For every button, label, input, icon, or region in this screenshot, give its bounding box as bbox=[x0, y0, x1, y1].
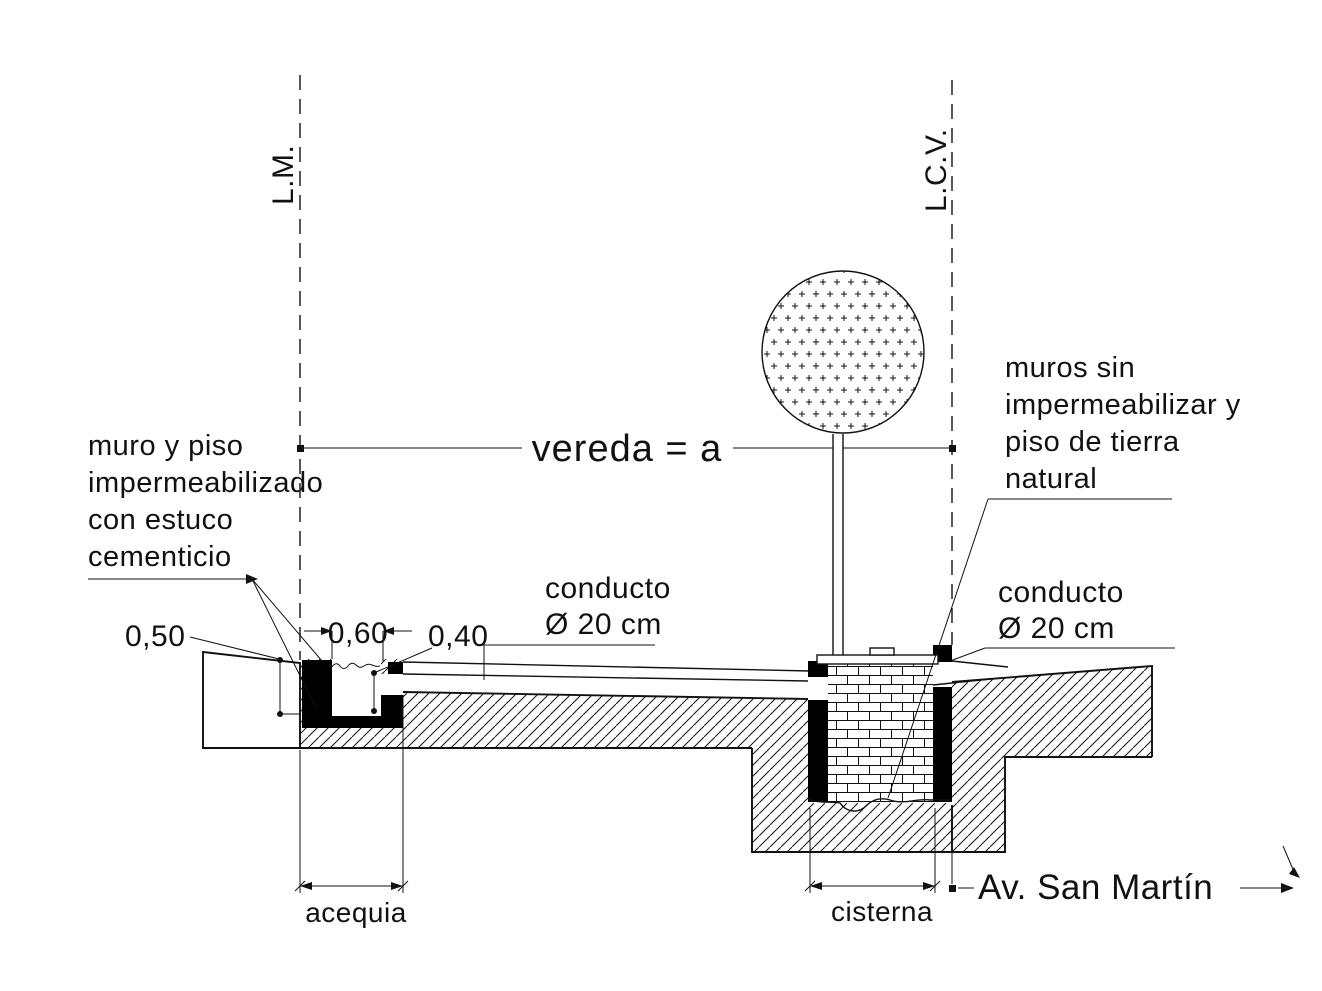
dimension-vereda: vereda = a bbox=[297, 428, 956, 470]
cistern-wall-left-top bbox=[808, 661, 828, 677]
vereda-dimension-label: vereda = a bbox=[532, 428, 723, 470]
note-waterproofed-leaders bbox=[88, 574, 323, 709]
lm-label: L.M. bbox=[267, 145, 300, 205]
note-natural-leaders bbox=[887, 498, 1172, 799]
acequia-label: acequia bbox=[305, 897, 407, 928]
cistern-wall-left bbox=[808, 700, 828, 802]
dim-060-label: 0,60 bbox=[328, 617, 388, 650]
street-name-label: Av. San Martín bbox=[978, 868, 1213, 907]
dimension-cisterna: cisterna bbox=[804, 808, 941, 927]
note-conduit-right: conducto Ø 20 cm bbox=[949, 576, 1175, 662]
acequia-outlet-opening bbox=[381, 674, 403, 695]
conduit-left-leader bbox=[483, 644, 655, 680]
tree bbox=[761, 270, 925, 656]
tree-trunk-fill bbox=[833, 434, 843, 656]
dimension-060: 0,60 bbox=[304, 617, 412, 661]
natural-soil-floor-line bbox=[807, 798, 952, 812]
conduit-left-line1: conducto bbox=[545, 572, 671, 605]
water-level-line bbox=[331, 662, 381, 669]
note-natural-line3: piso de tierra bbox=[1005, 426, 1180, 458]
note-natural-line4: natural bbox=[1005, 463, 1097, 495]
reference-lines: L.M. L.C.V. bbox=[267, 75, 953, 660]
cistern-wall-right bbox=[933, 687, 952, 802]
acequia-channel bbox=[302, 658, 403, 728]
ground-hatch-under-cistern bbox=[808, 803, 952, 852]
dimension-050: 0,50 bbox=[125, 620, 301, 717]
conduit-right-line2: Ø 20 cm bbox=[998, 612, 1115, 645]
acequia-floor bbox=[302, 716, 403, 728]
acequia-wall-right bbox=[381, 695, 403, 728]
conduit-left-line2: Ø 20 cm bbox=[545, 608, 662, 641]
cistern-brick-wall bbox=[828, 662, 933, 802]
dimension-040: 0,40 bbox=[371, 620, 488, 714]
dimension-acequia: acequia bbox=[294, 695, 409, 928]
dim-040-label: 0,40 bbox=[428, 620, 488, 653]
ground-hatch-left-block bbox=[202, 650, 301, 749]
tree-canopy bbox=[761, 270, 925, 434]
note-natural-line2: impermeabilizar y bbox=[1005, 389, 1241, 421]
cisterna-label: cisterna bbox=[831, 896, 933, 927]
conduit-right-line1: conducto bbox=[998, 576, 1124, 609]
ground-hatch-mid-and-pit bbox=[403, 692, 808, 852]
cistern-lid bbox=[816, 647, 939, 665]
note-natural: muros sin impermeabilizar y piso de tier… bbox=[887, 352, 1241, 799]
cistern bbox=[807, 645, 952, 812]
note-waterproofed-line4: cementicio bbox=[88, 541, 232, 573]
lcv-label: L.C.V. bbox=[920, 128, 953, 212]
conduit-right-leader bbox=[949, 647, 1175, 662]
dim-050-label: 0,50 bbox=[125, 620, 185, 653]
acequia-cavity bbox=[332, 658, 381, 716]
street-callout: Av. San Martín bbox=[949, 808, 1300, 907]
note-waterproofed-line1: muro y piso bbox=[88, 430, 243, 462]
note-waterproofed-line3: con estuco bbox=[88, 504, 233, 536]
cistern-access-cap bbox=[869, 647, 895, 656]
ground-hatch-street-block bbox=[952, 666, 1152, 852]
note-natural-line1: muros sin bbox=[1005, 352, 1135, 384]
note-waterproofed-line2: impermeabilizado bbox=[88, 467, 323, 499]
note-waterproofed: muro y piso impermeabilizado con estuco … bbox=[88, 430, 323, 709]
note-conduit-left: conducto Ø 20 cm bbox=[483, 572, 671, 680]
sidewalk-conduit bbox=[402, 661, 811, 682]
